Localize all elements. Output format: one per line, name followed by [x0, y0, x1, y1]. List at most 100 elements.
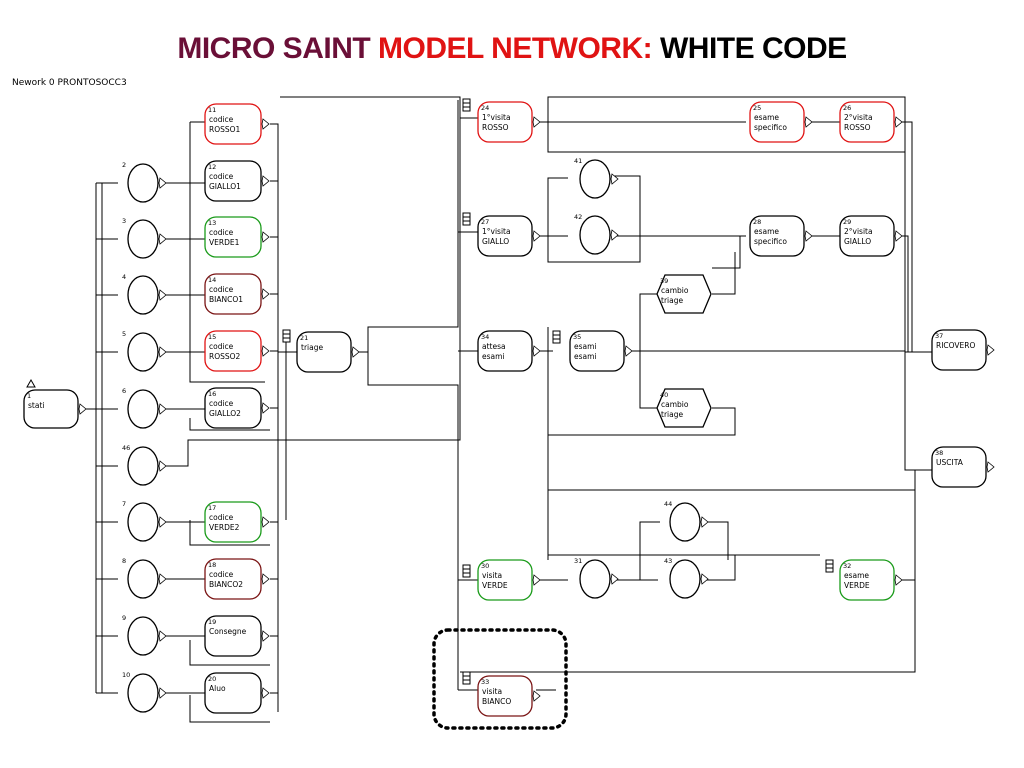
node-label: triage — [301, 343, 323, 352]
node-label: 2°visita — [844, 227, 873, 236]
connection-line — [712, 236, 741, 269]
node-shape — [204, 330, 262, 372]
node-shape — [127, 163, 159, 203]
node-shape — [127, 616, 159, 656]
connection-line — [896, 235, 909, 352]
node-number: 32 — [843, 562, 851, 570]
node-label: esami — [482, 352, 505, 361]
queue-icon — [462, 212, 471, 226]
connection-line — [158, 100, 461, 467]
output-marker — [78, 403, 87, 415]
connection-line — [639, 351, 657, 409]
node-number: 42 — [574, 213, 582, 221]
page-title: MICRO SAINT MODEL NETWORK: WHITE CODE — [0, 32, 1024, 66]
connection-line — [270, 123, 279, 712]
node-label: codice — [209, 285, 234, 294]
node-label: specifico — [754, 237, 787, 246]
node-label: codice — [209, 172, 234, 181]
network-label: Nework 0 PRONTOSOCC3 — [12, 78, 127, 88]
node-label: esami — [574, 352, 597, 361]
node-shape — [127, 502, 159, 542]
node-label: esame — [754, 227, 779, 236]
output-marker — [894, 574, 903, 586]
node-label: 1°visita — [482, 227, 511, 236]
node-44: 44 — [664, 500, 709, 542]
node-number: 37 — [935, 332, 943, 340]
node-shape — [839, 215, 895, 257]
node-number: 14 — [208, 276, 216, 284]
node-shape — [477, 101, 533, 143]
node-label: Consegne — [209, 627, 247, 636]
node-shape — [477, 330, 533, 372]
node-shape — [477, 559, 533, 601]
node-label: ROSSO1 — [209, 125, 241, 134]
output-marker — [532, 116, 541, 128]
connection-line — [189, 695, 270, 723]
node-layer: 1stati23456467891011codiceROSSO112codice… — [23, 98, 995, 717]
node-number: 12 — [208, 163, 216, 171]
node-label: cambio — [661, 400, 689, 409]
output-marker — [610, 573, 619, 585]
queue-icon — [462, 671, 471, 685]
node-shape — [204, 387, 262, 429]
connection-line — [702, 554, 820, 581]
title-part-3: WHITE CODE — [659, 32, 847, 65]
output-marker — [261, 231, 270, 243]
output-marker — [158, 630, 167, 642]
node-label: codice — [209, 228, 234, 237]
connection-line — [280, 96, 478, 119]
node-label: cambio — [661, 286, 689, 295]
node-number: 20 — [208, 675, 216, 683]
connection-line — [547, 175, 641, 263]
node-number: 30 — [481, 562, 489, 570]
connection-line — [547, 122, 905, 153]
title-part-2: MODEL NETWORK: — [378, 32, 653, 65]
node-43: 43 — [664, 557, 709, 599]
node-shape — [656, 388, 712, 428]
node-number: 34 — [481, 333, 489, 341]
node-shape — [477, 675, 533, 717]
connection-line — [712, 252, 736, 295]
node-number: 10 — [122, 671, 130, 679]
node-number: 7 — [122, 500, 126, 508]
node-number: 8 — [122, 557, 126, 565]
node-number: 17 — [208, 504, 216, 512]
node-label: codice — [209, 570, 234, 579]
node-8: 8 — [122, 557, 167, 599]
connection-line — [460, 580, 916, 673]
node-number: 19 — [208, 618, 216, 626]
connection-line — [702, 521, 729, 560]
node-42: 42 — [574, 213, 619, 255]
connection-line — [639, 521, 660, 580]
node-number: 25 — [753, 104, 761, 112]
node-label: ROSSO — [844, 123, 871, 132]
node-label: codice — [209, 342, 234, 351]
start-triangle-icon — [26, 378, 36, 388]
output-marker — [532, 574, 541, 586]
output-marker — [158, 516, 167, 528]
node-number: 16 — [208, 390, 216, 398]
connection-line — [189, 520, 270, 546]
connection-line — [352, 100, 459, 353]
node-shape — [669, 502, 701, 542]
queue-icon — [552, 330, 561, 344]
node-shape — [477, 215, 533, 257]
output-marker — [610, 173, 619, 185]
connection-line — [189, 122, 265, 383]
node-10: 10 — [122, 671, 167, 713]
node-number: 15 — [208, 333, 216, 341]
node-number: 44 — [664, 500, 672, 508]
node-number: 18 — [208, 561, 216, 569]
node-number: 3 — [122, 217, 126, 225]
highlight-box — [432, 628, 568, 730]
node-shape — [204, 103, 262, 145]
